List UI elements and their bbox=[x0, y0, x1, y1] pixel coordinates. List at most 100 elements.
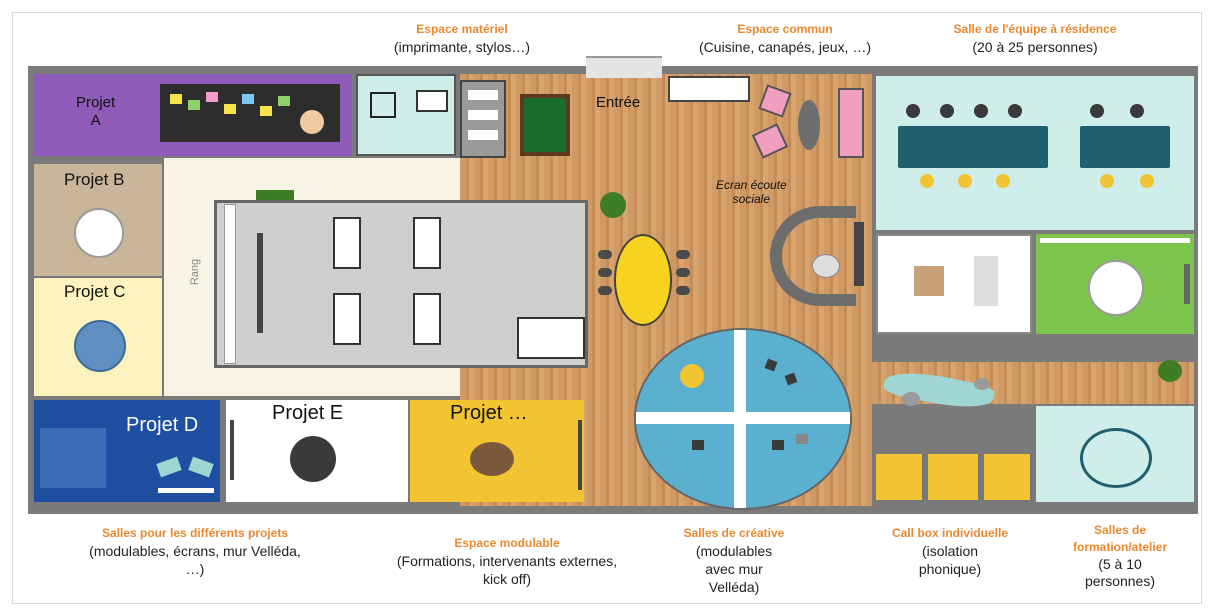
coffee-table bbox=[798, 100, 820, 150]
square-table bbox=[914, 266, 944, 296]
room-creative-circle bbox=[634, 328, 852, 510]
partition bbox=[636, 412, 850, 424]
room-projet-d: Projet D bbox=[34, 400, 220, 502]
caption-title: formation/atelier bbox=[1072, 540, 1168, 554]
room-projet-b: Projet B bbox=[34, 164, 162, 276]
room-projet-d-label: Projet D bbox=[126, 414, 199, 436]
oval-meeting-table bbox=[614, 234, 672, 326]
caption-salles-projets: Salles pour les différents projets (modu… bbox=[50, 524, 340, 578]
caption-desc: (imprimante, stylos…) bbox=[393, 39, 531, 55]
entree-label: Entrée bbox=[596, 94, 641, 111]
team-desks bbox=[898, 126, 1048, 168]
printer-icon bbox=[370, 92, 396, 118]
caption-desc: personnes) bbox=[1084, 573, 1156, 589]
wall-screen bbox=[578, 420, 582, 490]
screen-icon bbox=[416, 90, 448, 112]
caption-desc: (5 à 10 bbox=[1098, 556, 1142, 572]
ecran-label-line: Ecran écoute bbox=[716, 178, 787, 192]
room-projet-a-label: Projet A bbox=[76, 94, 115, 130]
caption-espace-modulable: Espace modulable (Formations, intervenan… bbox=[362, 534, 652, 588]
room-projet-e: Projet E bbox=[226, 400, 408, 502]
creative-seat bbox=[680, 364, 704, 388]
caption-title: Salles pour les différents projets bbox=[101, 526, 289, 540]
caption-title: Call box individuelle bbox=[891, 526, 1009, 540]
team-workstation bbox=[40, 428, 106, 488]
room-small-meeting bbox=[876, 234, 1032, 334]
caption-title: Espace matériel bbox=[416, 22, 508, 36]
stone bbox=[974, 378, 990, 390]
room-espace-materiel bbox=[356, 74, 456, 156]
storage-shelves bbox=[460, 80, 506, 158]
rang-label: Rang bbox=[189, 258, 202, 286]
round-table bbox=[290, 436, 336, 482]
caption-title: Espace commun bbox=[737, 22, 833, 36]
caption-title: Salle de l'équipe à résidence bbox=[953, 22, 1117, 36]
plant-icon bbox=[1158, 360, 1182, 382]
caption-salles-creative: Salles de créative (modulables avec mur … bbox=[664, 524, 804, 596]
room-label-line: A bbox=[90, 112, 101, 129]
wall-screen bbox=[230, 420, 234, 480]
call-box bbox=[874, 452, 924, 502]
call-box bbox=[982, 452, 1032, 502]
floor-plan: Projet A Entrée Ec bbox=[28, 56, 1198, 514]
caption-desc: phonique) bbox=[918, 561, 982, 577]
caption-desc: Velléda) bbox=[708, 579, 760, 595]
round-table bbox=[74, 320, 126, 372]
room-projet-e-label: Projet E bbox=[272, 402, 344, 424]
room-projet-more-label: Projet … bbox=[450, 402, 528, 424]
seats bbox=[974, 256, 998, 306]
kitchen-counter bbox=[668, 76, 750, 102]
caption-title: Espace modulable bbox=[454, 536, 560, 550]
projection-screen bbox=[257, 233, 263, 333]
pouf bbox=[188, 456, 214, 478]
room-salle-equipe bbox=[876, 76, 1194, 230]
social-screen bbox=[854, 222, 864, 286]
room-formation bbox=[1036, 406, 1194, 502]
round-table bbox=[1088, 260, 1144, 316]
caption-salle-equipe: Salle de l'équipe à résidence (20 à 25 p… bbox=[925, 20, 1145, 56]
caption-desc: (20 à 25 personnes) bbox=[972, 39, 1098, 55]
caption-espace-materiel: Espace matériel (imprimante, stylos…) bbox=[352, 20, 572, 56]
velleda-wall bbox=[160, 84, 340, 142]
plant-icon bbox=[600, 192, 626, 218]
caption-title: Salles de créative bbox=[683, 526, 785, 540]
room-projet-c: Projet C bbox=[34, 278, 162, 396]
caption-desc: (modulables bbox=[695, 543, 773, 559]
pouf bbox=[812, 254, 840, 278]
ecran-label: Ecran écoute sociale bbox=[716, 178, 787, 206]
pouf bbox=[156, 456, 182, 478]
caption-title: Salles de bbox=[1093, 523, 1147, 537]
room-projet-c-label: Projet C bbox=[64, 282, 126, 301]
room-projet-more: Projet … bbox=[410, 400, 584, 502]
caption-desc: (Formations, intervenants externes, bbox=[396, 553, 618, 569]
horseshoe-table bbox=[1080, 428, 1152, 488]
stone bbox=[902, 392, 920, 406]
room-green-meeting bbox=[1036, 234, 1194, 334]
room-label-line: Projet bbox=[76, 94, 116, 111]
diagram-frame bbox=[12, 12, 1202, 604]
side-desk bbox=[517, 317, 585, 359]
caption-desc: …) bbox=[185, 561, 205, 577]
room-espace-modulable bbox=[214, 200, 588, 368]
caption-desc: avec mur bbox=[705, 561, 763, 577]
entrance-door bbox=[586, 56, 662, 78]
velleda-board bbox=[1040, 238, 1190, 243]
velleda-board bbox=[158, 488, 214, 493]
team-desks bbox=[1080, 126, 1170, 168]
caption-desc: (isolation bbox=[921, 543, 979, 559]
caption-desc: (Cuisine, canapés, jeux, …) bbox=[699, 39, 871, 55]
round-table bbox=[470, 442, 514, 476]
room-projet-a: Projet A bbox=[34, 74, 352, 156]
seating-rows bbox=[224, 204, 236, 364]
billiard-table bbox=[520, 94, 570, 156]
wall-screen bbox=[1184, 264, 1190, 304]
caption-desc: kick off) bbox=[483, 571, 531, 587]
round-table bbox=[74, 208, 124, 258]
caption-desc: (modulables, écrans, mur Velléda, bbox=[89, 543, 301, 559]
call-box bbox=[926, 452, 980, 502]
caption-espace-commun: Espace commun (Cuisine, canapés, jeux, …… bbox=[665, 20, 905, 56]
caption-call-box: Call box individuelle (isolation phoniqu… bbox=[872, 524, 1028, 578]
room-projet-b-label: Projet B bbox=[64, 170, 125, 189]
ecran-label-line: sociale bbox=[732, 192, 771, 206]
caption-salles-formation: Salles de formation/atelier (5 à 10 pers… bbox=[1050, 522, 1190, 590]
